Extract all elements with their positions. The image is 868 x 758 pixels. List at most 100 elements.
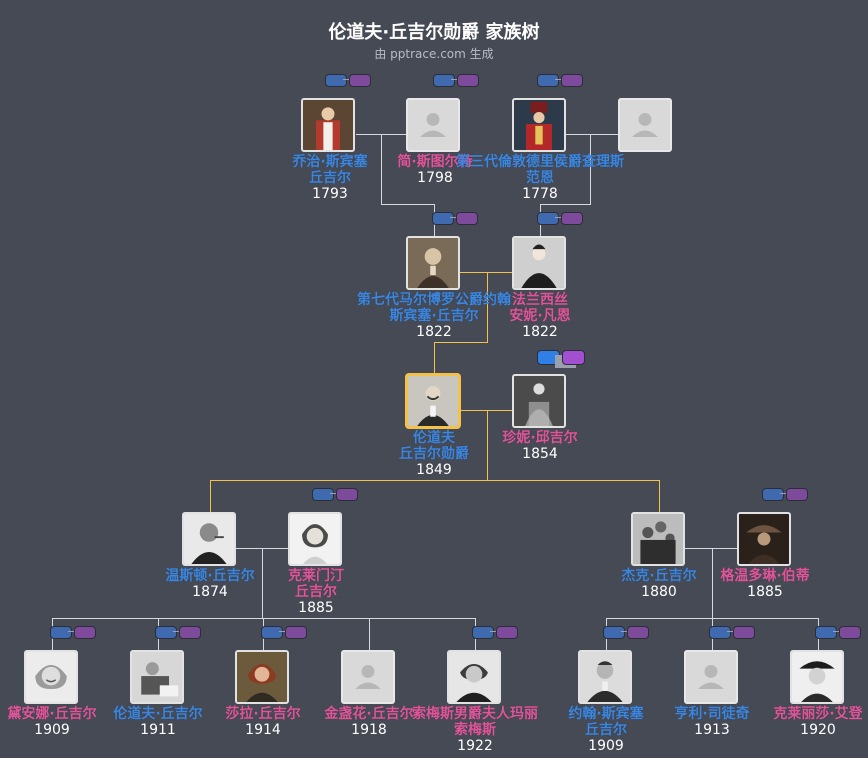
expand-ancestors-button[interactable] (432, 212, 454, 225)
person-photo[interactable] (512, 98, 566, 152)
birth-year: 1778 (522, 186, 558, 202)
toggle-link (621, 631, 629, 632)
expand-toggle[interactable] (312, 488, 358, 501)
birth-year: 1922 (457, 738, 493, 754)
person-photo[interactable] (182, 512, 236, 566)
descent-line (381, 204, 434, 205)
toggle-link (173, 631, 181, 632)
person-name[interactable]: 莎拉·丘吉尔 (225, 706, 301, 722)
expand-ancestors-button[interactable] (537, 74, 559, 87)
expand-ancestors-button[interactable] (472, 626, 494, 639)
person-name[interactable]: 约翰·斯宾塞 丘吉尔 (568, 706, 644, 738)
person-name[interactable]: 伦道夫 丘吉尔勋爵 (399, 430, 469, 462)
person-name[interactable]: 法兰西丝 安妮·凡恩 (509, 292, 571, 324)
expand-ancestors-button[interactable] (815, 626, 837, 639)
expand-toggle[interactable] (155, 626, 201, 639)
spouse-line (566, 134, 618, 135)
person-name[interactable]: 格温多琳·伯蒂 (720, 568, 810, 584)
person-name[interactable]: 克莱丽莎·艾登 (773, 706, 863, 722)
expand-spouse-button[interactable] (839, 626, 861, 639)
expand-spouse-button[interactable] (561, 212, 583, 225)
person-name[interactable]: 伦道夫·丘吉尔 (113, 706, 203, 722)
expand-spouse-button[interactable] (349, 74, 371, 87)
expand-toggle[interactable] (50, 626, 96, 639)
expand-ancestors-button[interactable] (603, 626, 625, 639)
person-photo[interactable] (512, 374, 566, 428)
person-placeholder-avatar[interactable] (618, 98, 672, 152)
expand-toggle[interactable] (603, 626, 649, 639)
person-name[interactable]: 黛安娜·丘吉尔 (7, 706, 97, 722)
expand-toggle[interactable] (432, 212, 478, 225)
expand-toggle[interactable] (709, 626, 755, 639)
person-photo[interactable] (790, 650, 844, 704)
expand-ancestors-button[interactable] (537, 212, 559, 225)
expand-spouse-button[interactable] (627, 626, 649, 639)
person-photo[interactable] (737, 512, 791, 566)
expand-ancestors-button[interactable] (325, 74, 347, 87)
person-name[interactable]: 索梅斯男爵夫人玛丽 索梅斯 (412, 706, 538, 738)
descent-line (487, 410, 488, 480)
person-name[interactable]: 第七代马尔博罗公爵约翰 斯宾塞·丘吉尔 (357, 292, 511, 324)
person-name[interactable]: 第三代倫敦德里侯爵查理斯 范恩 (456, 154, 624, 186)
expand-spouse-button[interactable] (733, 626, 755, 639)
expand-spouse-button[interactable] (285, 626, 307, 639)
birth-year: 1914 (245, 722, 281, 738)
expand-toggle[interactable] (325, 74, 371, 87)
expand-toggle[interactable] (261, 626, 307, 639)
person-name[interactable]: 乔治·斯宾塞 丘吉尔 (292, 154, 368, 186)
expand-spouse-button[interactable] (336, 488, 358, 501)
spouse-line (685, 548, 737, 549)
birth-year: 1880 (641, 584, 677, 600)
person-name[interactable]: 简·斯图尔特 (397, 154, 473, 170)
person-name[interactable]: 克莱门汀 丘吉尔 (288, 568, 344, 600)
person-photo[interactable] (512, 236, 566, 290)
expand-ancestors-button[interactable] (312, 488, 334, 501)
expand-spouse-button[interactable] (786, 488, 808, 501)
person-placeholder-avatar[interactable] (684, 650, 738, 704)
person-photo[interactable] (130, 650, 184, 704)
expand-ancestors-button[interactable] (50, 626, 72, 639)
person-photo[interactable] (301, 98, 355, 152)
person-placeholder-avatar[interactable] (341, 650, 395, 704)
expand-spouse-button[interactable] (561, 74, 583, 87)
expand-toggle[interactable] (537, 350, 585, 368)
birth-year: 1874 (192, 584, 228, 600)
person-name[interactable]: 金盏花·丘吉尔 (324, 706, 414, 722)
expand-spouse-button[interactable] (456, 212, 478, 225)
expand-spouse-button[interactable] (457, 74, 479, 87)
expand-ancestors-button[interactable] (433, 74, 455, 87)
person-name[interactable]: 温斯顿·丘吉尔 (165, 568, 255, 584)
person-placeholder-avatar[interactable] (406, 98, 460, 152)
person-photo[interactable] (631, 512, 685, 566)
expand-toggle[interactable] (537, 74, 583, 87)
person-photo[interactable] (406, 374, 460, 428)
person-photo[interactable] (288, 512, 342, 566)
person-photo[interactable] (578, 650, 632, 704)
expand-toggle[interactable] (537, 212, 583, 225)
toggle-link (279, 631, 287, 632)
person-photo[interactable] (235, 650, 289, 704)
expand-ancestors-button[interactable] (762, 488, 784, 501)
person-photo[interactable] (24, 650, 78, 704)
expand-ancestors-button[interactable] (709, 626, 731, 639)
person-photo[interactable] (406, 236, 460, 290)
expand-spouse-button[interactable] (74, 626, 96, 639)
expand-ancestors-button[interactable] (155, 626, 177, 639)
expand-ancestors-button[interactable] (261, 626, 283, 639)
expand-toggle[interactable] (815, 626, 861, 639)
expand-spouse-button[interactable] (179, 626, 201, 639)
birth-year: 1849 (416, 462, 452, 478)
toggle-link (833, 631, 841, 632)
person-photo[interactable] (447, 650, 501, 704)
person-name[interactable]: 珍妮·邱吉尔 (502, 430, 578, 446)
expand-toggle[interactable] (762, 488, 808, 501)
expand-toggle[interactable] (472, 626, 518, 639)
expand-toggle[interactable] (433, 74, 479, 87)
expand-spouse-button[interactable] (562, 350, 585, 365)
toggle-link (450, 217, 458, 218)
person-name[interactable]: 杰克·丘吉尔 (621, 568, 697, 584)
expand-spouse-button[interactable] (496, 626, 518, 639)
person-name[interactable]: 亨利·司徒奇 (674, 706, 750, 722)
descent-line (210, 480, 660, 481)
